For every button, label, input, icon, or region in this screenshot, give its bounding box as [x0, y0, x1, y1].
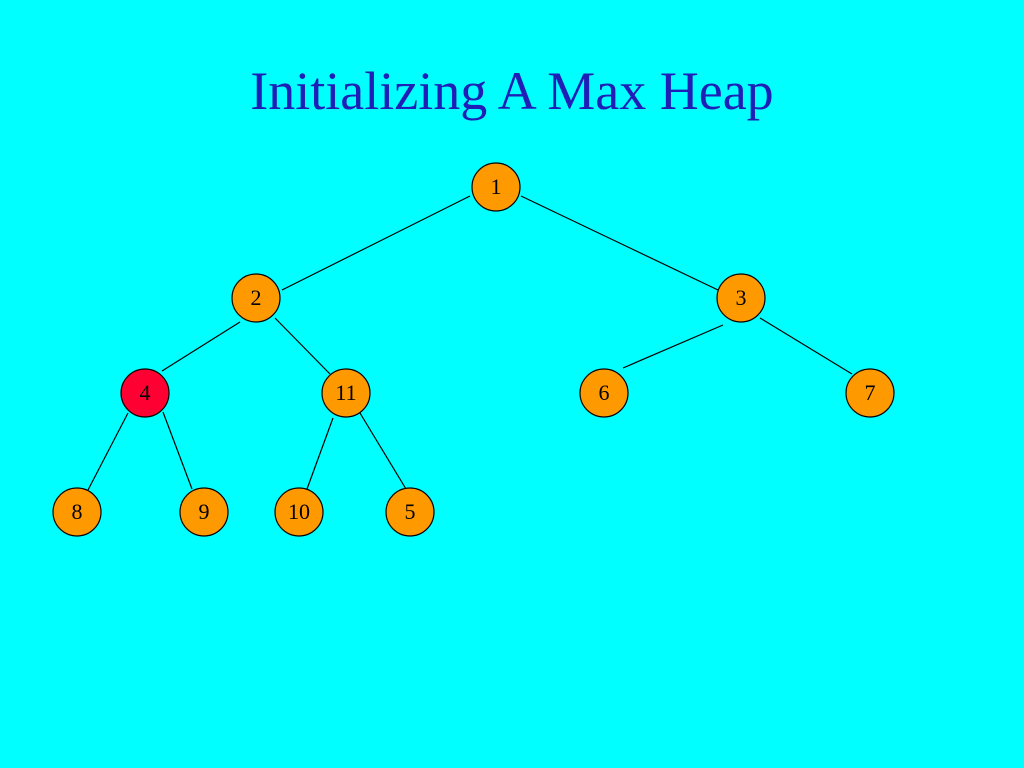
tree-node: 9: [179, 487, 229, 537]
tree-node-circle: [579, 368, 629, 418]
tree-edge: [622, 324, 724, 369]
tree-node-circle: [274, 487, 324, 537]
tree-node: 1: [471, 162, 521, 212]
tree-edge: [281, 195, 471, 291]
tree-node-label: 4: [140, 380, 151, 405]
tree-node-circle: [385, 487, 435, 537]
tree-edges: [87, 195, 853, 491]
tree-node-label: 1: [491, 174, 502, 199]
tree-node-highlighted: 4: [120, 368, 170, 418]
tree-node-circle: [120, 368, 170, 418]
tree-node-label: 11: [335, 380, 356, 405]
tree-node-circle: [845, 368, 895, 418]
tree-node-circle: [321, 368, 371, 418]
tree-node-label: 2: [251, 285, 262, 310]
tree-edge: [274, 317, 331, 375]
tree-node-circle: [716, 273, 766, 323]
tree-node-label: 9: [199, 499, 210, 524]
tree-edge: [87, 412, 129, 491]
tree-node-label: 3: [736, 285, 747, 310]
tree-nodes: 1 2 3 4 11 6 7 8 9 10 5: [52, 162, 895, 537]
tree-node-circle: [231, 273, 281, 323]
tree-edge: [759, 317, 853, 375]
tree-node-label: 8: [72, 499, 83, 524]
tree-node-circle: [471, 162, 521, 212]
tree-node: 2: [231, 273, 281, 323]
tree-node: 6: [579, 368, 629, 418]
tree-node: 11: [321, 368, 371, 418]
tree-edge: [161, 321, 241, 372]
tree-node: 5: [385, 487, 435, 537]
tree-node-label: 10: [288, 499, 310, 524]
tree-edge: [359, 412, 407, 490]
tree-edge: [520, 195, 719, 291]
tree-node-circle: [179, 487, 229, 537]
tree-node: 10: [274, 487, 324, 537]
tree-node-label: 7: [865, 380, 876, 405]
tree-edge: [306, 417, 334, 490]
tree-node-label: 5: [405, 499, 416, 524]
tree-node-circle: [52, 487, 102, 537]
slide-title: Initializing A Max Heap: [250, 61, 774, 121]
tree-edge: [162, 411, 193, 490]
tree-node: 3: [716, 273, 766, 323]
tree-node-label: 6: [599, 380, 610, 405]
tree-node: 7: [845, 368, 895, 418]
tree-node: 8: [52, 487, 102, 537]
